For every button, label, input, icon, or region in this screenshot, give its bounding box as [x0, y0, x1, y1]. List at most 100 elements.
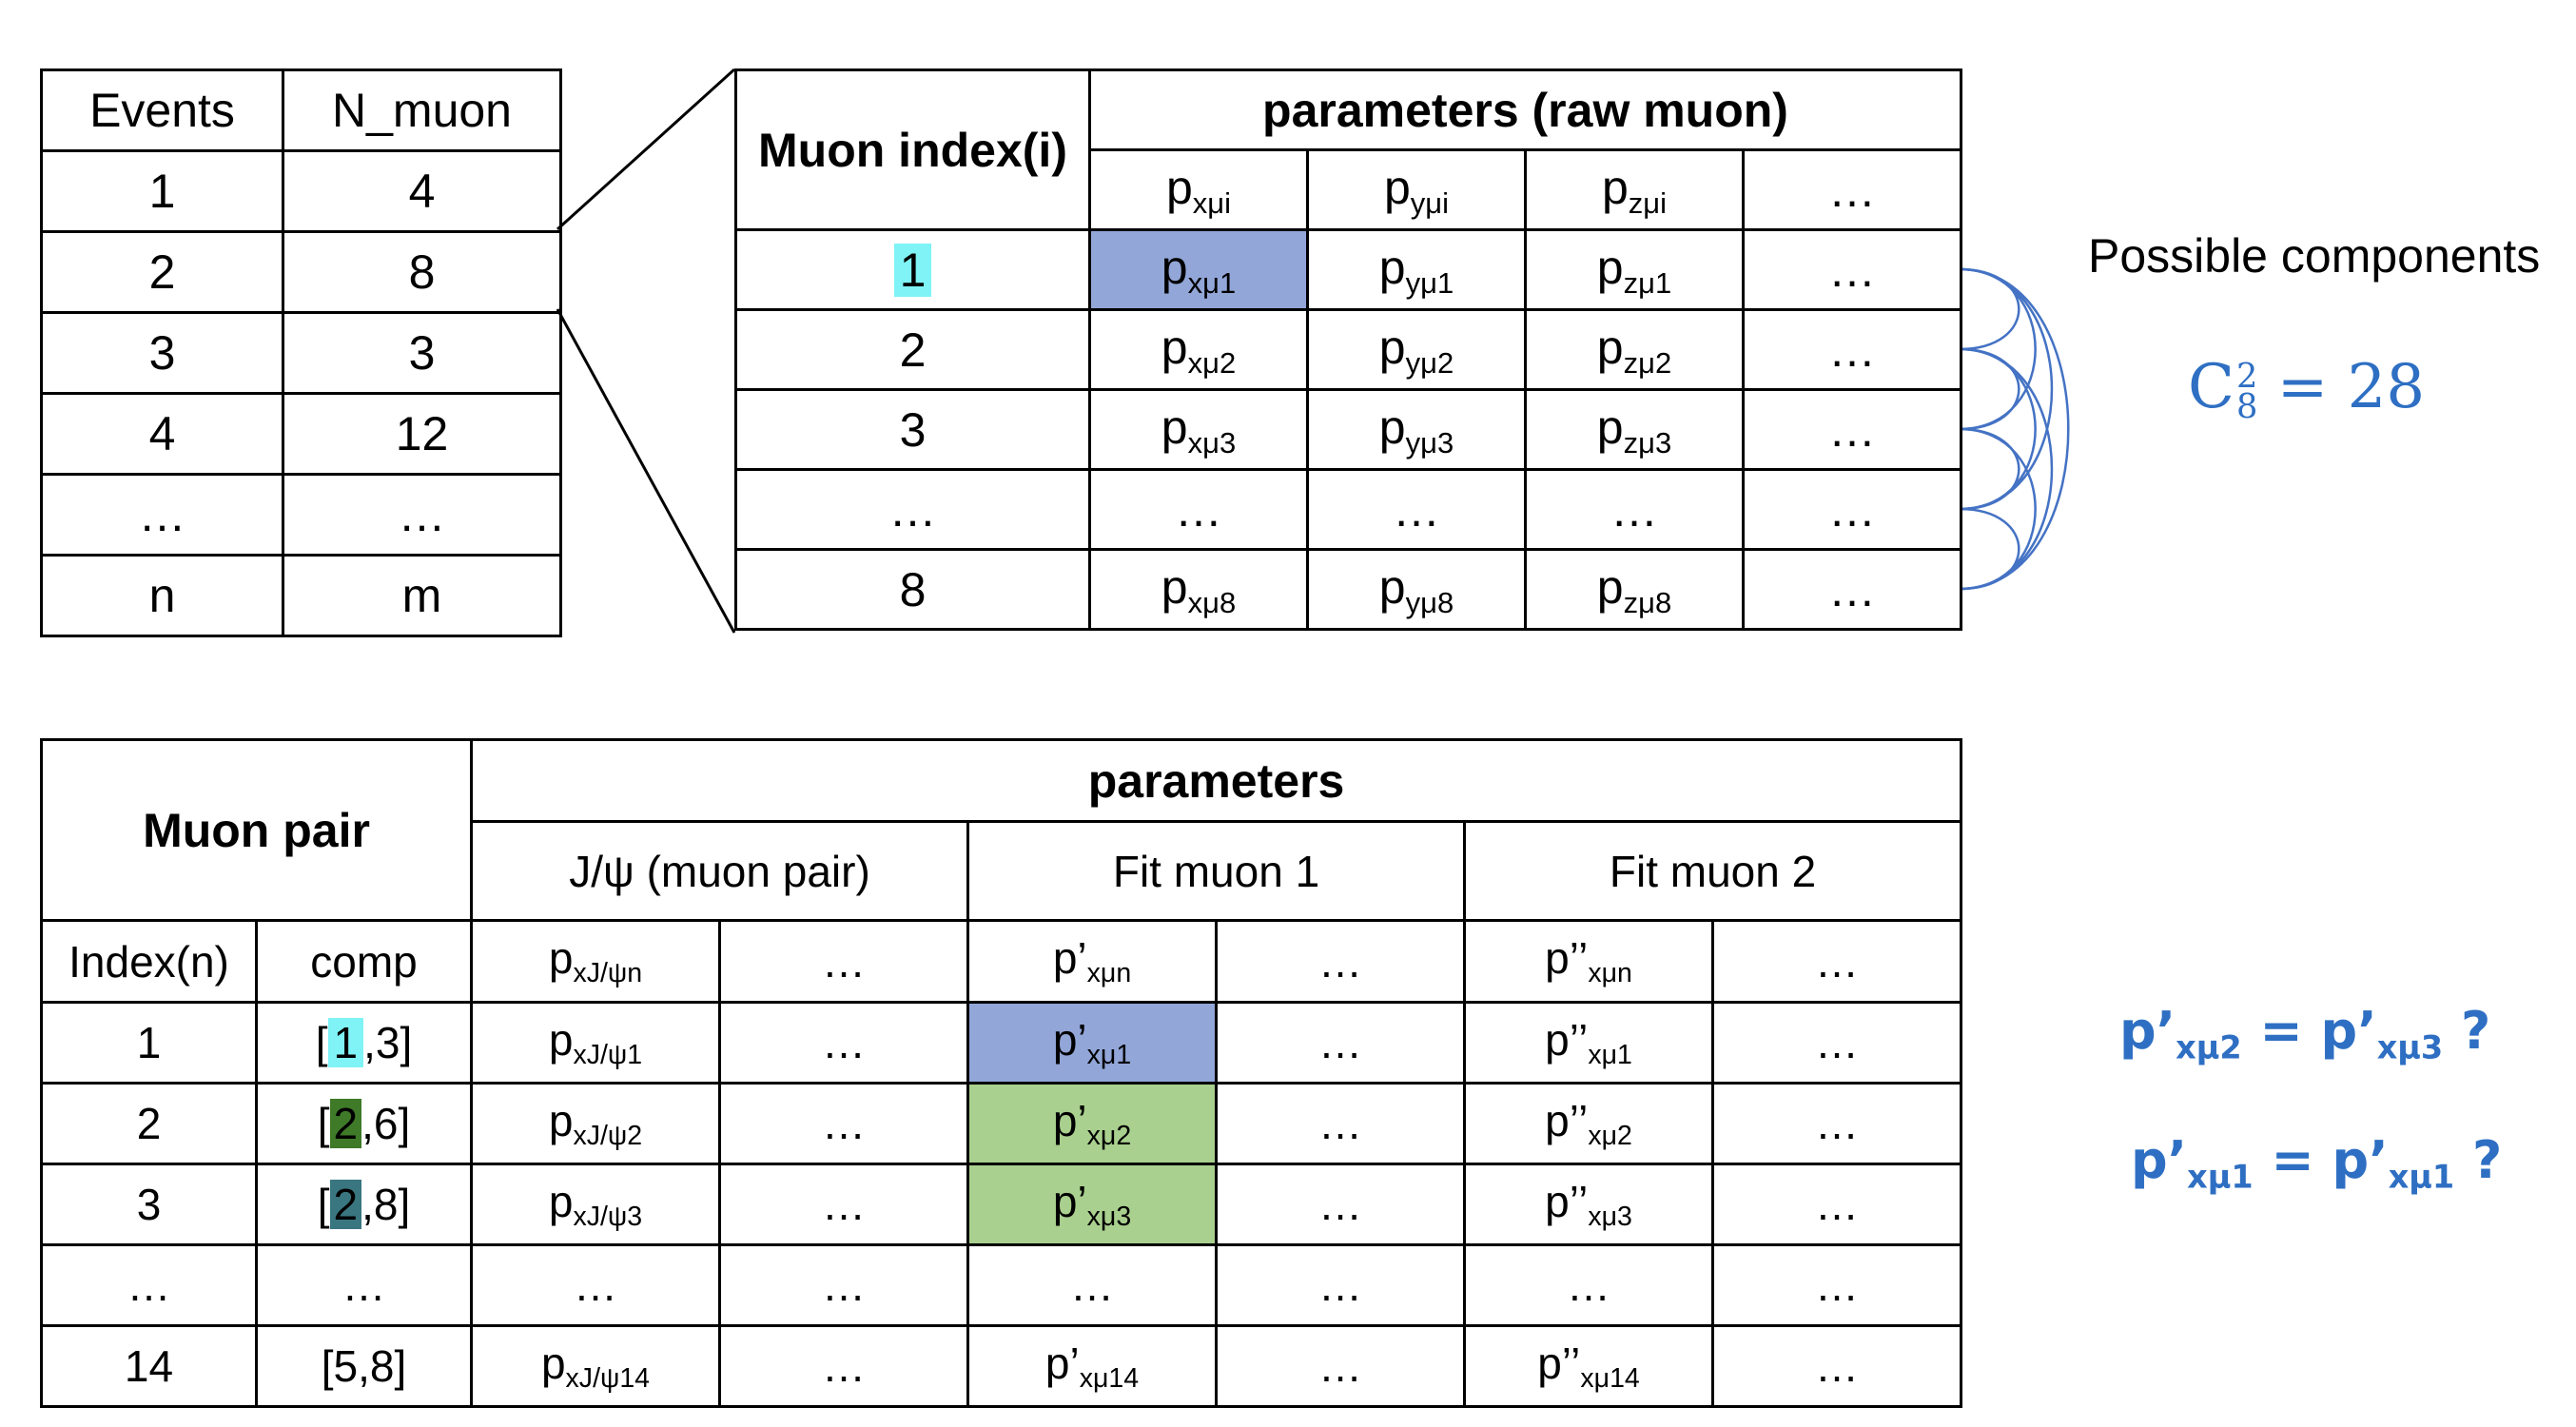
muon-index-value: 1	[893, 243, 932, 297]
raw-param-cell: …	[1742, 548, 1962, 631]
pair-param-cell: p’’xμ2	[1463, 1082, 1714, 1165]
pair-arcs	[1959, 267, 2070, 591]
comp-prefix: [	[315, 1018, 328, 1067]
pair-params-header: parameters	[469, 738, 1963, 823]
muon-pair-table: Muon pair parameters J/ψ (muon pair) Fit…	[40, 738, 1963, 1408]
muon-pair-header: Muon pair	[40, 738, 473, 922]
pair-param-cell: p’’xμ14	[1463, 1324, 1714, 1408]
param-base: …	[1815, 1180, 1860, 1229]
param-subscript: xμ1	[1187, 265, 1237, 300]
param-base: p	[548, 933, 574, 984]
param-base: p	[1596, 559, 1624, 614]
muon-index-value: 2	[899, 323, 927, 377]
pair-param-cell: …	[718, 1324, 969, 1408]
q-rhs: p’	[2332, 1130, 2389, 1190]
comp-highlight: 1	[327, 1018, 364, 1067]
param-subscript: zμ1	[1623, 265, 1672, 300]
param-subscript: xμ3	[1588, 1202, 1632, 1233]
raw-param-cell: …	[1742, 468, 1962, 551]
param-base: …	[822, 1099, 866, 1148]
raw-param-header: pyμi	[1306, 148, 1527, 231]
q-rhs-sub: xμ3	[2376, 1028, 2444, 1066]
comp-prefix: [5,8]	[321, 1341, 407, 1391]
param-base: p	[1596, 400, 1624, 454]
q-equals: =	[2253, 1130, 2332, 1190]
comb-base: C	[2188, 352, 2234, 422]
comp-suffix: ,6]	[361, 1099, 411, 1148]
pair-param-cell: …	[1215, 1163, 1466, 1246]
pair-param-cell: …	[966, 1243, 1218, 1327]
raw-param-cell: …	[1524, 468, 1745, 551]
param-base: …	[1828, 482, 1876, 537]
pair-index-cell: 1	[40, 1001, 258, 1085]
event-id-cell: 4	[40, 392, 284, 476]
param-base: …	[822, 936, 866, 987]
pair-param-cell: …	[1710, 1163, 1963, 1246]
param-subscript: xμ3	[1086, 1202, 1132, 1233]
param-base: …	[1815, 1018, 1860, 1067]
param-subscript: yμ1	[1405, 265, 1454, 300]
param-base: …	[1828, 323, 1876, 377]
param-base: …	[1828, 402, 1876, 457]
raw-param-header: …	[1742, 148, 1962, 231]
zoom-line-top	[556, 68, 736, 231]
param-base: …	[1815, 1261, 1860, 1310]
muon-index-cell: 3	[734, 388, 1091, 471]
raw-param-cell: pxμ2	[1088, 308, 1309, 391]
pair-param-cell: …	[718, 1243, 969, 1327]
pair-param-cell: pxJ/ψ3	[470, 1163, 721, 1246]
param-base: p	[1596, 240, 1624, 294]
raw-param-cell: pyμ8	[1306, 548, 1527, 631]
param-subscript: xJ/ψ3	[573, 1202, 643, 1233]
muon-pair-row: ……………………	[40, 1243, 1963, 1327]
n-muon-cell: 8	[282, 230, 562, 314]
pair-param-cell: …	[718, 1001, 969, 1085]
param-base: p’’	[1545, 1176, 1589, 1226]
param-base: …	[822, 1261, 866, 1310]
comb-sup: 2	[2235, 356, 2258, 396]
n-muon-header: N_muon	[282, 68, 562, 152]
muon-index-value: …	[888, 482, 937, 537]
param-subscript: xμ2	[1086, 1121, 1132, 1152]
muon-index-cell: 2	[734, 308, 1091, 391]
events-header: Events	[40, 68, 284, 152]
pair-param-cell: pxJ/ψ1	[470, 1001, 721, 1085]
pair-col-header: comp	[255, 919, 473, 1004]
param-base: …	[1318, 1018, 1362, 1067]
muon-index-value: 8	[899, 562, 927, 616]
param-base: p	[548, 1176, 574, 1226]
raw-param-cell: …	[1306, 468, 1527, 551]
param-subscript: xμ8	[1187, 585, 1237, 619]
param-base: …	[1815, 936, 1860, 987]
pair-param-cell: …	[1215, 1243, 1466, 1327]
param-base: …	[1393, 482, 1440, 537]
param-subscript: xJ/ψ14	[565, 1363, 651, 1395]
param-base: p’’	[1545, 1095, 1589, 1145]
muon-pair-row: 1[1,3]pxJ/ψ1…p’xμ1…p’’xμ1…	[40, 1001, 1963, 1085]
raw-param-cell: pxμ1	[1088, 228, 1309, 311]
param-base: comp	[310, 936, 418, 987]
raw-param-cell: pxμ3	[1088, 388, 1309, 471]
param-base: …	[1318, 1341, 1362, 1391]
param-base: p’	[1044, 1338, 1080, 1388]
param-base: …	[822, 1341, 866, 1391]
pair-param-cell: …	[718, 1163, 969, 1246]
pair-param-cell: p’xμ3	[966, 1163, 1218, 1246]
pair-param-cell: …	[1710, 1324, 1963, 1408]
param-subscript: zμ3	[1623, 425, 1672, 459]
pair-param-cell: …	[1215, 1082, 1466, 1165]
event-id-cell: 1	[40, 149, 284, 233]
pair-col-header: …	[1710, 919, 1963, 1004]
param-subscript: xμn	[1588, 958, 1632, 989]
zoom-line-bottom	[556, 308, 736, 634]
param-base: p’’	[1545, 933, 1589, 984]
param-base: p	[1161, 400, 1188, 454]
pair-arc	[1959, 347, 2054, 591]
param-base: …	[822, 1180, 866, 1229]
q-rhs-sub: xμ1	[2388, 1158, 2455, 1196]
event-id-cell: 3	[40, 311, 284, 395]
param-base: …	[1318, 1099, 1362, 1148]
param-base: p	[1161, 240, 1188, 294]
